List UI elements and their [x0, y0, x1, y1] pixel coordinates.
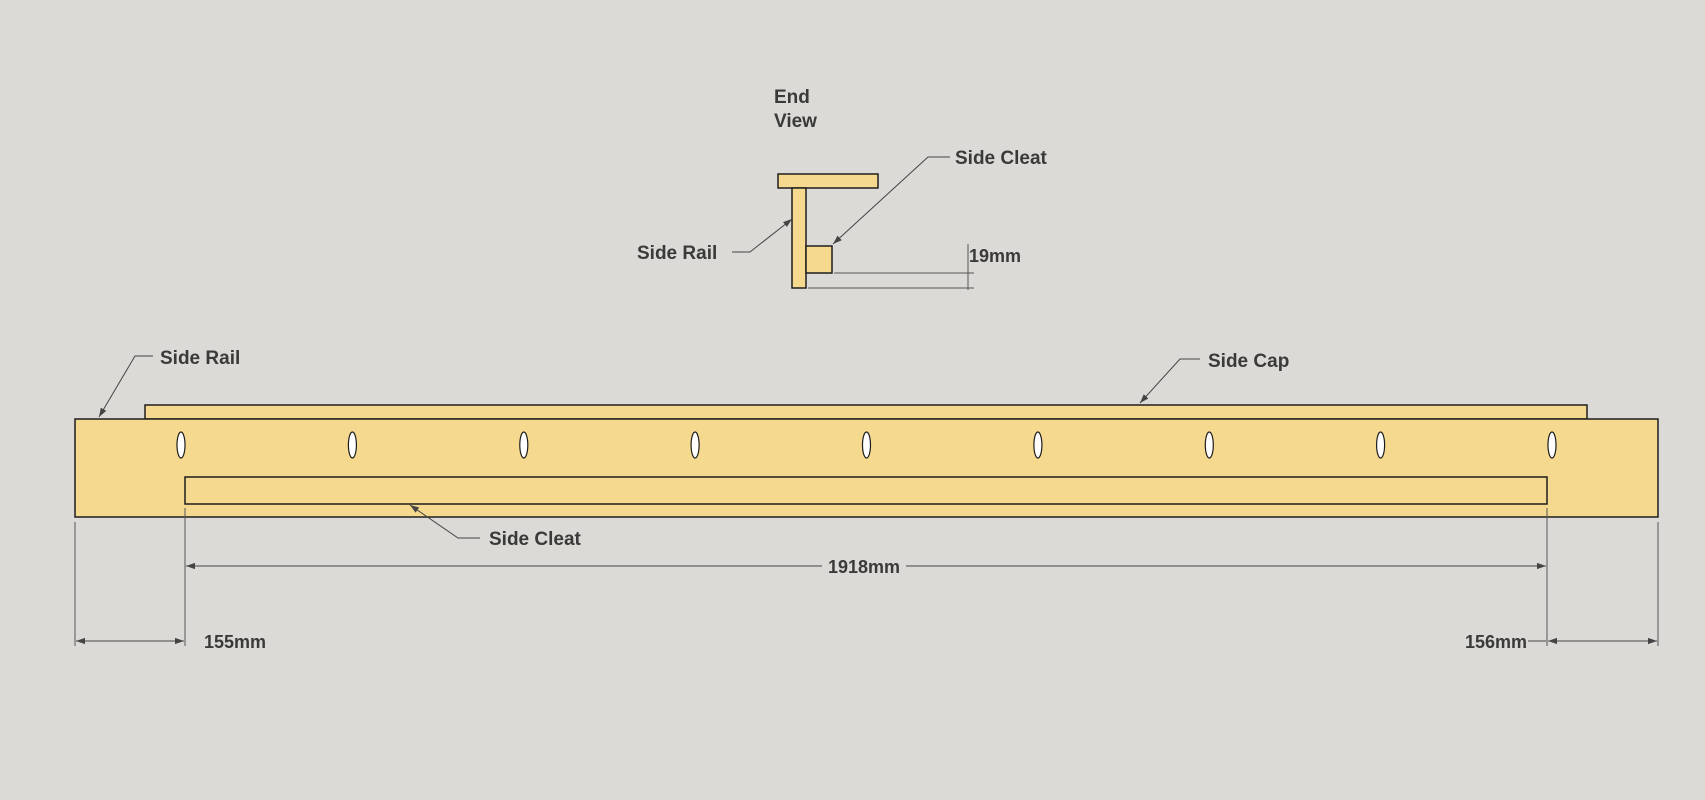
end-view-side-rail-label: Side Rail: [637, 243, 717, 264]
end-view-side-cleat-leader: [832, 156, 950, 245]
side-view-side-cleat-leader: [409, 504, 480, 539]
thickness-dimension-label: 19mm: [969, 246, 1021, 266]
end-view-title-line1: End: [774, 87, 810, 108]
screw-hole: [1033, 431, 1043, 459]
extension-lines: [74, 508, 1659, 646]
side-view-side-cap-label: Side Cap: [1208, 351, 1289, 372]
right-offset-dimension-label: 156mm: [1465, 632, 1527, 652]
screw-hole: [1547, 431, 1557, 459]
screw-hole: [690, 431, 700, 459]
screw-hole: [519, 431, 529, 459]
side-view-side-cap-leader: [1139, 358, 1200, 404]
side-view-side-cap: [144, 404, 1588, 420]
thickness-dimension: [808, 244, 974, 290]
screw-holes: [176, 431, 1557, 459]
screw-hole: [861, 431, 872, 459]
side-view-side-cleat-label: Side Cleat: [489, 529, 582, 550]
end-view-side-cleat-label: Side Cleat: [955, 148, 1048, 169]
cleat-length-dimension-label: 1918mm: [828, 557, 900, 577]
end-view-side-rail: [791, 187, 807, 289]
end-view-title-line2: View: [774, 111, 817, 132]
end-view-side-cleat: [805, 245, 833, 274]
side-view-side-rail-label: Side Rail: [160, 348, 240, 369]
side-view-side-cleat: [184, 476, 1548, 505]
end-view-side-cap: [777, 173, 879, 189]
side-view: Side Rail Side Cap Side Cleat 1918mm 155…: [74, 348, 1659, 652]
end-view: End View Side Cleat Side Rail 19mm: [637, 87, 1048, 290]
screw-hole: [1375, 431, 1386, 459]
screw-hole: [1204, 431, 1214, 459]
screw-hole: [347, 431, 357, 459]
left-offset-dimension-label: 155mm: [204, 632, 266, 652]
screw-hole: [176, 431, 186, 459]
end-view-side-rail-leader: [732, 218, 793, 253]
side-view-side-rail-leader: [98, 355, 153, 418]
